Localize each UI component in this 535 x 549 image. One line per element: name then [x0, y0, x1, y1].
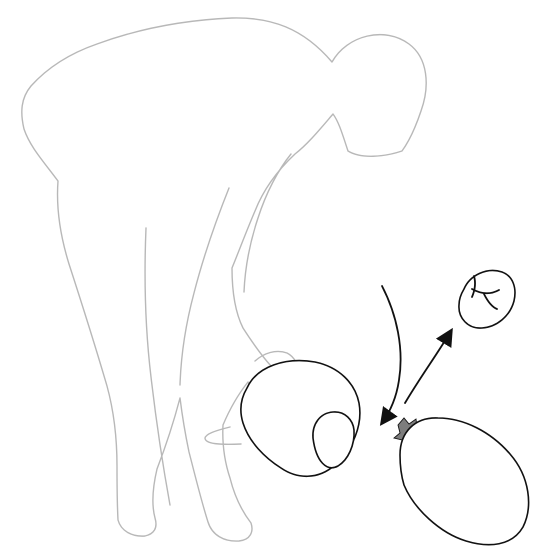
- left-arm-line: [180, 188, 229, 385]
- right-arm-line: [244, 154, 291, 292]
- leg-line-back: [145, 228, 170, 505]
- striking-platform: [313, 412, 354, 468]
- core-stone: [400, 418, 529, 545]
- flake-arrow: [405, 331, 451, 403]
- person-outline: [22, 18, 426, 541]
- strike-arrow: [382, 286, 401, 423]
